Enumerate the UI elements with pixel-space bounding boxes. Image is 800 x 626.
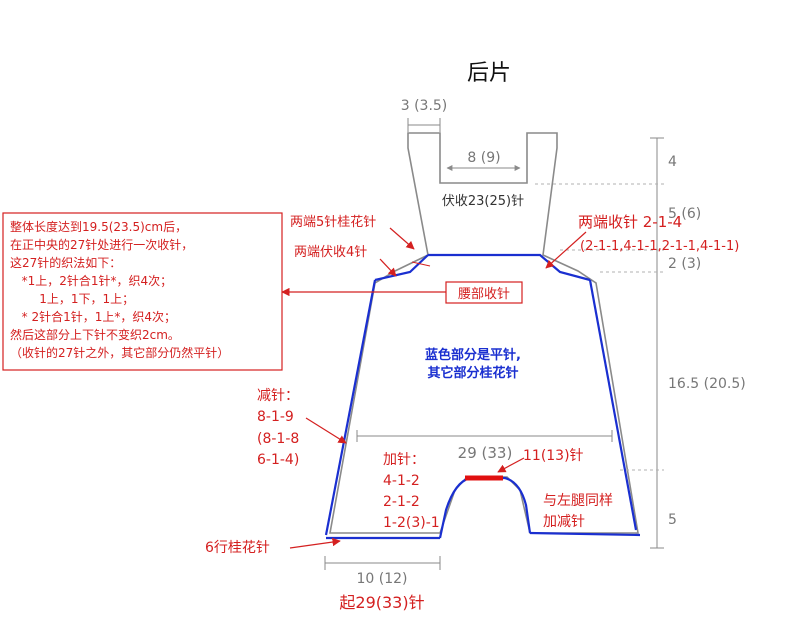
label-dec-title: 减针：	[257, 388, 299, 404]
note-line: 然后这部分上下针不变织2cm。	[10, 327, 180, 342]
dim-waist-band: 2 (3)	[668, 256, 701, 272]
label-edge-bind-4: 两端伏收4针	[294, 245, 367, 260]
dim-neck-width: 8 (9)	[467, 150, 500, 166]
note-line: 1上，1下，1上；	[24, 292, 134, 306]
dim-leg-width: 10 (12)	[356, 571, 407, 587]
note-line: *1上，2针合1针*，织4次；	[14, 273, 172, 288]
label-inc-2: 2-1-2	[383, 494, 420, 510]
arrow-edge-seed	[389, 227, 415, 250]
note-box	[2, 212, 283, 371]
note-box-lines: 整体长度达到19.5(23.5)cm后， 在正中央的27针处进行一次收针， 这2…	[10, 219, 229, 360]
arrow-dec	[305, 417, 347, 444]
note-line: （收针的27针之外，其它部分仍然平针）	[10, 345, 229, 360]
label-inc-title: 加针：	[383, 452, 425, 468]
note-line: 整体长度达到19.5(23.5)cm后，	[10, 219, 187, 234]
blue-edge-right	[588, 279, 638, 531]
label-center-note-2: 其它部分桂花针	[427, 365, 518, 381]
dim-strap-width: 3 (3.5)	[401, 98, 448, 114]
label-dec-2: (8-1-8	[257, 431, 299, 447]
label-seed-rows: 6行桂花针	[205, 540, 270, 556]
dim-body-height: 16.5 (20.5)	[668, 376, 746, 392]
dim-strap-height: 4	[668, 154, 677, 170]
label-cast-on: 起29(33)针	[339, 593, 424, 612]
label-edge-seed-5: 两端5针桂花针	[290, 214, 376, 230]
page-title: 后片	[467, 61, 511, 86]
note-line: * 2针合1针，1上*，织4次；	[14, 309, 176, 324]
label-dec-3: 6-1-4)	[257, 452, 299, 468]
blue-edge-left	[324, 279, 377, 536]
label-same-as-left-2: 加减针	[543, 514, 585, 530]
label-both-ends-dec-title: 两端收针 2-1-4	[578, 213, 682, 231]
arrow-edge-bind	[379, 258, 397, 277]
label-inc-1: 4-1-2	[383, 473, 420, 489]
blue-edge-top	[428, 253, 591, 282]
label-dec-1: 8-1-9	[257, 409, 294, 425]
label-center-note-1: 蓝色部分是平针,	[425, 347, 521, 363]
blue-edge-bottom-right	[529, 531, 641, 537]
label-both-ends-dec-detail: (2-1-1,4-1-1,2-1-1,4-1-1)	[580, 239, 739, 254]
arrow-crotch	[497, 457, 525, 473]
label-inc-3: 1-2(3)-1	[383, 515, 440, 531]
arrow-both-ends-dec	[545, 231, 587, 269]
label-crotch: 11(13)针	[523, 448, 584, 464]
dim-hip-width: 29 (33)	[458, 444, 513, 462]
dim-armhole-height: 5 (6)	[668, 206, 701, 222]
note-line: 这27针的织法如下：	[10, 255, 121, 270]
arrow-seed-rows	[289, 537, 341, 549]
blue-edge-top-left	[374, 254, 429, 282]
label-bind-off-center: 伏收23(25)针	[442, 194, 524, 209]
note-line: 在正中央的27针处进行一次收针，	[10, 237, 193, 252]
dim-leg-height: 5	[668, 512, 677, 528]
garment-outline	[329, 132, 639, 534]
label-same-as-left-1: 与左腿同样	[543, 493, 613, 509]
mark-edge	[411, 261, 431, 267]
label-waist-dec: 腰部收针	[458, 287, 510, 302]
